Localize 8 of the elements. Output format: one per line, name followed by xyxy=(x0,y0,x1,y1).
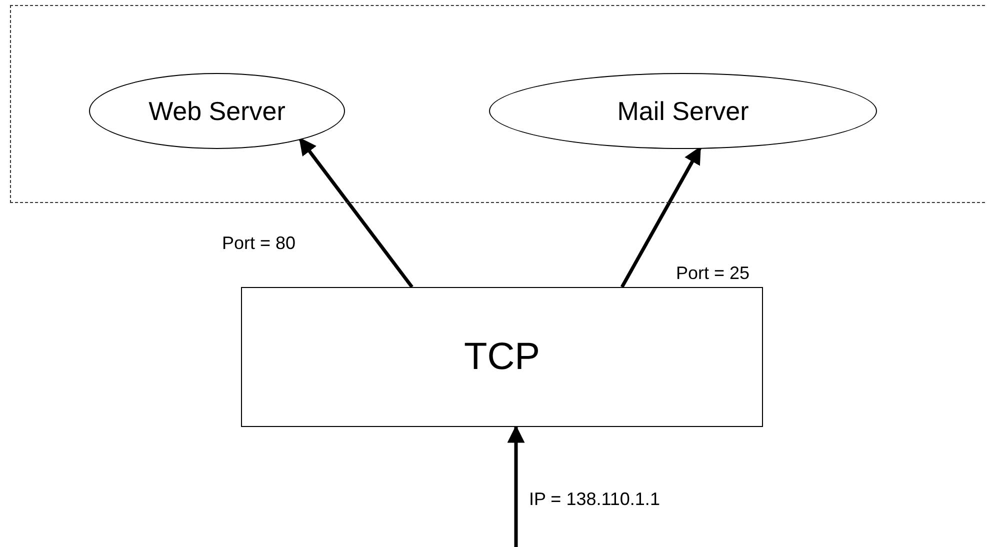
arrow xyxy=(507,425,525,547)
arrow xyxy=(620,146,702,288)
dashed-group-box xyxy=(10,5,987,203)
node-label: TCP xyxy=(464,334,540,380)
node-label: Mail Server xyxy=(617,94,749,128)
node-label: Web Server xyxy=(148,94,286,128)
process-box xyxy=(241,287,763,427)
arrow xyxy=(298,137,414,288)
